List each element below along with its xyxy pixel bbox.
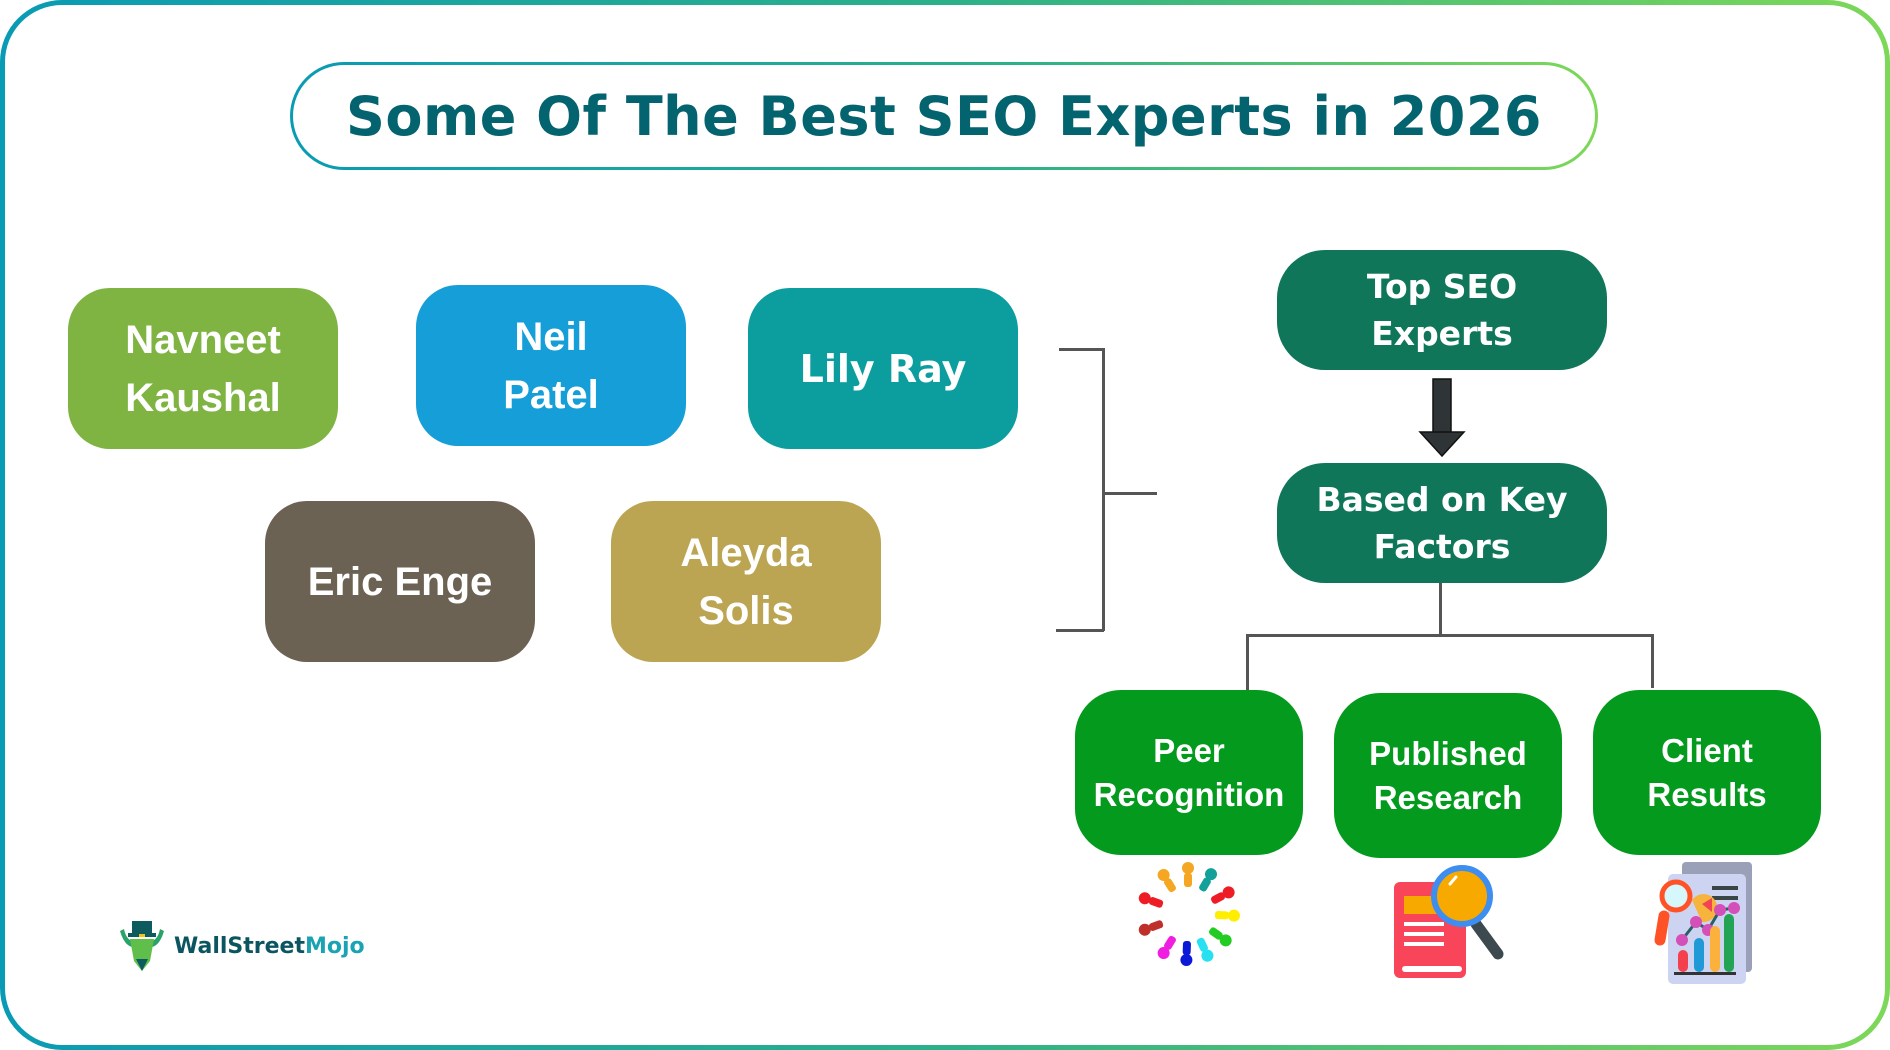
tree-stem: [1439, 583, 1442, 636]
tree-horizontal: [1246, 634, 1654, 637]
factor-client-results: Client Results: [1593, 690, 1821, 855]
factor-published-research: Published Research: [1334, 693, 1562, 858]
down-arrow-icon: [1418, 378, 1466, 458]
expert-card-neil-patel: Neil Patel: [416, 285, 686, 446]
logo-text-mojo: Mojo: [304, 933, 365, 959]
page-title: Some Of The Best SEO Experts in 2026: [345, 84, 1543, 148]
bracket-bottom: [1056, 629, 1104, 632]
factor-label: Peer Recognition: [1093, 731, 1285, 813]
logo-text-wallstreet: WallStreet: [174, 933, 305, 959]
tree-drop-right: [1651, 634, 1654, 688]
flow-box-based-on-key-factors: Based on Key Factors: [1277, 463, 1607, 583]
factor-peer-recognition: Peer Recognition: [1075, 690, 1303, 855]
tree-drop-left: [1246, 634, 1249, 690]
factor-label: Client Results: [1647, 731, 1767, 813]
expert-name: Eric Enge: [307, 559, 493, 604]
bracket-vertical: [1102, 348, 1105, 631]
factor-label: Published Research: [1369, 734, 1527, 816]
expert-name: Lily Ray: [799, 346, 967, 391]
analytics-report-icon: [1654, 862, 1752, 984]
title-pill: Some Of The Best SEO Experts in 2026: [290, 62, 1598, 170]
expert-name: Neil Patel: [503, 314, 599, 417]
book-magnifier-icon: [1394, 865, 1504, 978]
wallstreetmojo-logo: WallStreetMojo: [118, 918, 365, 974]
people-circle-icon: [1138, 862, 1240, 966]
bull-mascot-icon: [120, 921, 164, 971]
flow-box-label: Based on Key Factors: [1316, 480, 1568, 566]
flow-box-label: Top SEO Experts: [1366, 267, 1518, 353]
expert-card-eric-enge: Eric Enge: [265, 501, 535, 662]
expert-name: Navneet Kaushal: [125, 317, 281, 420]
bracket-middle: [1104, 492, 1157, 495]
flow-box-top-seo-experts: Top SEO Experts: [1277, 250, 1607, 370]
expert-card-aleyda-solis: Aleyda Solis: [611, 501, 881, 662]
bracket-top: [1059, 348, 1105, 351]
expert-card-navneet-kaushal: Navneet Kaushal: [68, 288, 338, 449]
expert-name: Aleyda Solis: [680, 530, 812, 633]
expert-card-lily-ray: Lily Ray: [748, 288, 1018, 449]
